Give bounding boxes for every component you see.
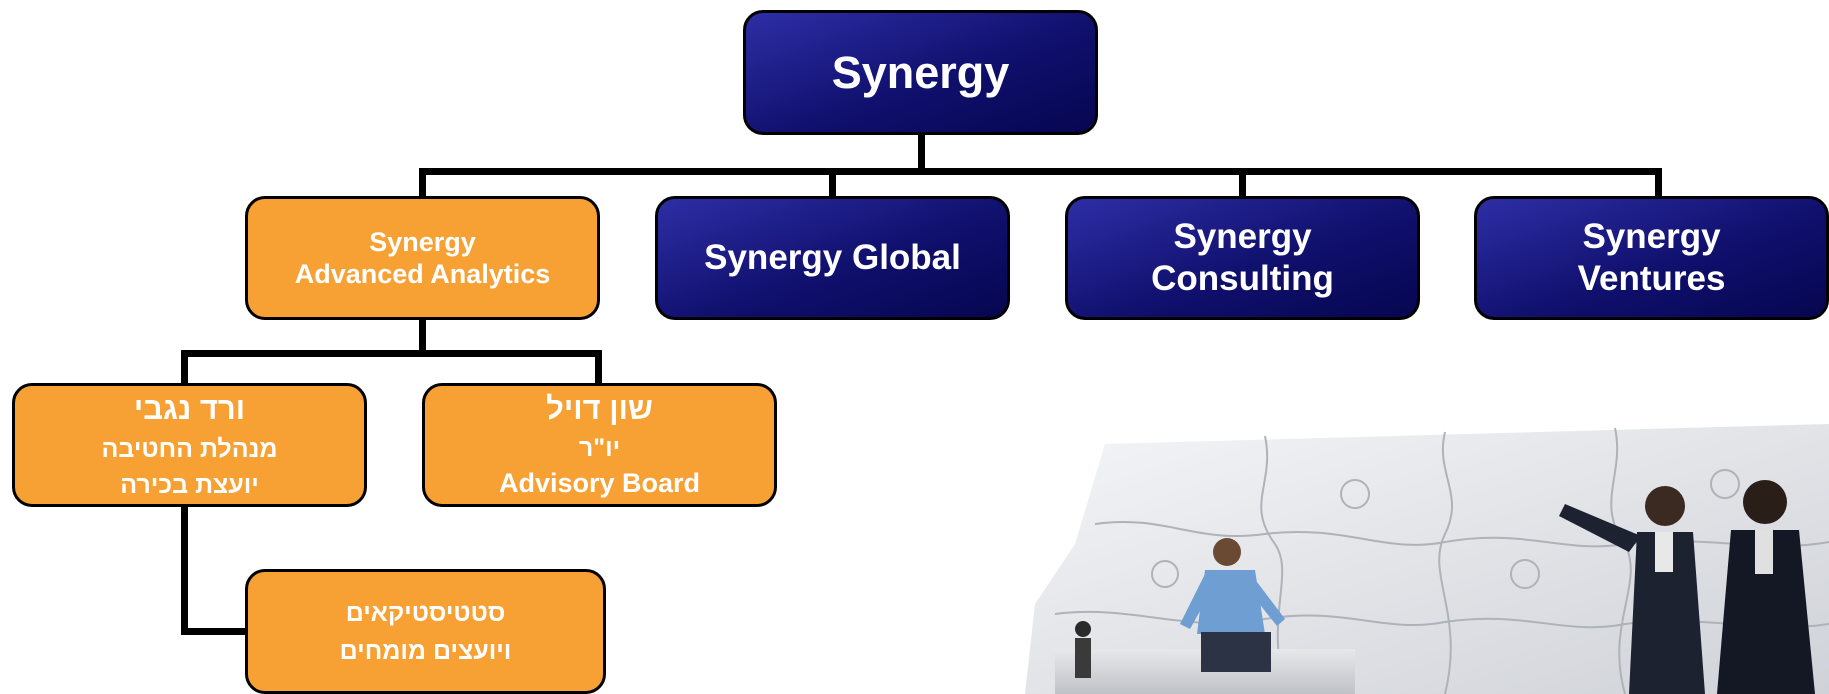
staff-statisticians: סטטיסטיקאים ויועצים מומחים — [245, 569, 606, 694]
connector-to-ventures — [1655, 168, 1662, 198]
person-title: יועצת בכירה — [120, 470, 259, 499]
division-label-line2: Advanced Analytics — [294, 259, 551, 289]
staff-label-line2: ויועצים מומחים — [339, 636, 512, 665]
division-consulting: Synergy Consulting — [1065, 196, 1420, 320]
connector-analytics-trunk — [419, 318, 426, 354]
connector-vered-down — [181, 505, 188, 635]
connector-to-vered — [181, 350, 188, 385]
division-advanced-analytics: Synergy Advanced Analytics — [245, 196, 600, 320]
connector-root-trunk — [918, 132, 925, 174]
division-ventures: Synergy Ventures — [1474, 196, 1829, 320]
division-label-line2: Ventures — [1577, 259, 1726, 298]
division-label-line2: Consulting — [1151, 259, 1334, 298]
person-shon-doyle: שון דויל יו"ר Advisory Board — [422, 383, 777, 507]
person-name: ורד נגבי — [133, 391, 246, 427]
division-label-line1: Synergy — [1173, 217, 1312, 256]
staff-label-line1: סטטיסטיקאים — [345, 598, 506, 627]
division-label-line1: Synergy — [1582, 217, 1721, 256]
division-global: Synergy Global — [655, 196, 1010, 320]
root-node-synergy: Synergy — [743, 10, 1098, 135]
connector-to-global — [829, 168, 836, 198]
person-title: Advisory Board — [498, 468, 701, 499]
business-team-puzzle-photo — [965, 424, 1829, 694]
division-label-line1: Synergy Global — [704, 238, 961, 277]
person-role: מנהלת החטיבה — [101, 434, 278, 463]
person-role: יו"ר — [578, 434, 621, 463]
person-name: שון דויל — [546, 391, 653, 427]
connector-to-analytics — [419, 168, 426, 198]
division-label-line1: Synergy — [369, 226, 476, 257]
connector-top-bus — [419, 168, 1662, 175]
person-vered-negbi: ורד נגבי מנהלת החטיבה יועצת בכירה — [12, 383, 367, 507]
connector-second-bus — [181, 350, 602, 357]
connector-to-shon — [595, 350, 602, 385]
connector-to-consulting — [1239, 168, 1246, 198]
connector-to-staff — [181, 628, 246, 635]
root-label: Synergy — [831, 46, 1010, 98]
